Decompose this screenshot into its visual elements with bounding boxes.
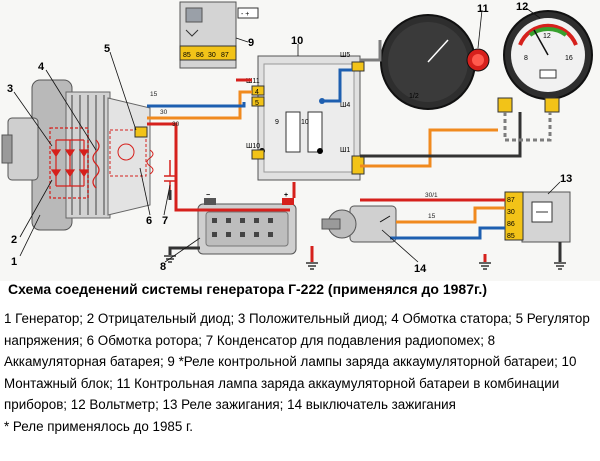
relay13-pin-86: 86	[507, 221, 515, 228]
callout-1: 1	[11, 256, 17, 268]
svg-text:+: +	[284, 192, 288, 199]
callout-12: 12	[516, 1, 528, 13]
voltage-regulator	[109, 126, 148, 177]
callout-10: 10	[291, 35, 303, 47]
voltmeter-mid: 12	[543, 33, 551, 40]
legend-text: 1 Генератор; 2 Отрицательный диод; 3 Пол…	[4, 311, 590, 413]
block-label-sh4: Ш4	[340, 102, 350, 109]
block-label-sh10: Ш10	[246, 143, 260, 150]
instrument-gauge: 1/2	[380, 14, 490, 110]
block-label-sh1: Ш1	[340, 147, 350, 154]
wiring-diagram: − + 85 86 30 87 - + 9 10 4 5 Ш11 Ш10 Ш5	[1, 1, 593, 275]
callout-11: 11	[477, 3, 489, 15]
wires	[147, 40, 562, 262]
diode-bridge	[49, 127, 90, 199]
relay9-pin-87: 87	[221, 52, 229, 59]
wire-label-30a: 30	[160, 109, 168, 116]
block-label-sh5: Ш5	[340, 52, 350, 59]
callout-4: 4	[38, 61, 45, 73]
wire-label-15a: 15	[150, 91, 158, 98]
stator-winding	[92, 139, 100, 189]
rotor-winding	[146, 149, 154, 175]
wire-label-30b: 30	[172, 121, 180, 128]
charge-lamp	[472, 54, 484, 66]
ignition-switch	[321, 205, 397, 243]
block-label-sh11: Ш11	[246, 78, 260, 85]
block-pin-9: 9	[275, 119, 279, 126]
block-pin-10: 10	[301, 119, 309, 126]
callout-5: 5	[104, 43, 110, 55]
diagram-title: Схема соеденений системы генератора Г-22…	[8, 281, 487, 297]
relay9-pin-85: 85	[183, 52, 191, 59]
relay9-pin-86: 86	[196, 52, 204, 59]
callout-13: 13	[560, 173, 572, 185]
callout-6: 6	[146, 215, 152, 227]
callout-14: 14	[414, 263, 427, 275]
callout-3: 3	[7, 83, 13, 95]
battery: − +	[197, 192, 297, 255]
callout-2: 2	[11, 234, 17, 246]
wire-label-15b: 15	[428, 213, 436, 220]
block-pin-4: 4	[255, 89, 259, 96]
wire-label-301: 30/1	[425, 192, 438, 199]
callout-7: 7	[162, 215, 168, 227]
relay9-pin-30: 30	[208, 52, 216, 59]
callout-8: 8	[160, 261, 166, 273]
relay13-pin-30: 30	[507, 209, 515, 216]
voltmeter: 8 12 16	[503, 10, 593, 100]
callout-9: 9	[248, 37, 254, 49]
relay-9: 85 86 30 87 - +	[179, 1, 259, 69]
svg-text:−: −	[206, 192, 210, 199]
block-pin-5: 5	[255, 100, 259, 107]
svg-text:1/2: 1/2	[409, 93, 419, 100]
voltmeter-max: 16	[565, 55, 573, 62]
svg-text:- +: - +	[241, 11, 249, 18]
voltmeter-min: 8	[524, 55, 528, 62]
relay13-pin-85: 85	[507, 233, 515, 240]
legend: 1 Генератор; 2 Отрицательный диод; 3 Пол…	[4, 308, 594, 438]
callout-leaders	[13, 7, 561, 263]
footnote: * Реле применялось до 1985 г.	[4, 418, 193, 434]
relay-13: 87 30 86 85	[504, 191, 571, 243]
relay13-pin-87: 87	[507, 197, 515, 204]
gauge-connectors	[497, 97, 560, 113]
